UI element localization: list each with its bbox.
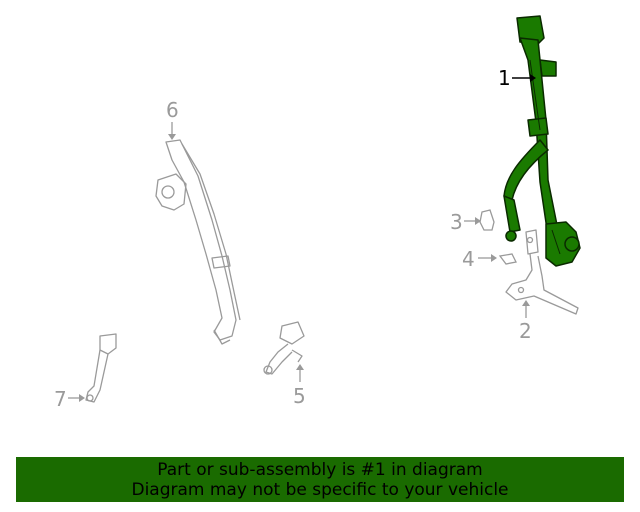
- part-1-seat-belt-assembly[interactable]: [503, 15, 581, 267]
- part-2-anchor-bracket[interactable]: [505, 229, 579, 315]
- parts-diagram: 1 2 3 4 5 6: [54, 15, 581, 411]
- part-1-retractor: [545, 221, 581, 267]
- part-5-buckle[interactable]: [263, 321, 305, 375]
- part-1-strap-tip: [505, 230, 517, 242]
- part-1-top-anchor: [539, 59, 557, 77]
- part-6-outer-seat-belt[interactable]: [155, 139, 241, 345]
- info-banner: Part or sub-assembly is #1 in diagram Di…: [16, 457, 624, 502]
- banner-line-2: Diagram may not be specific to your vehi…: [131, 480, 509, 500]
- callout-3: 3: [450, 210, 463, 234]
- banner-line-1: Part or sub-assembly is #1 in diagram: [157, 460, 483, 480]
- part-1-retractor-spool: [564, 236, 580, 252]
- part-1-strap-end: [503, 195, 521, 233]
- callout-4: 4: [462, 247, 475, 271]
- part-1-shoulder-section: [527, 117, 549, 137]
- callout-1: 1: [498, 66, 511, 90]
- callout-5: 5: [293, 384, 306, 408]
- part-4-clip[interactable]: [498, 253, 517, 265]
- callout-6: 6: [166, 98, 179, 122]
- callout-2: 2: [519, 319, 532, 343]
- callout-7: 7: [54, 387, 67, 411]
- part-3-bolt-cover[interactable]: [479, 209, 495, 231]
- part-7-buckle-stalk[interactable]: [85, 333, 117, 403]
